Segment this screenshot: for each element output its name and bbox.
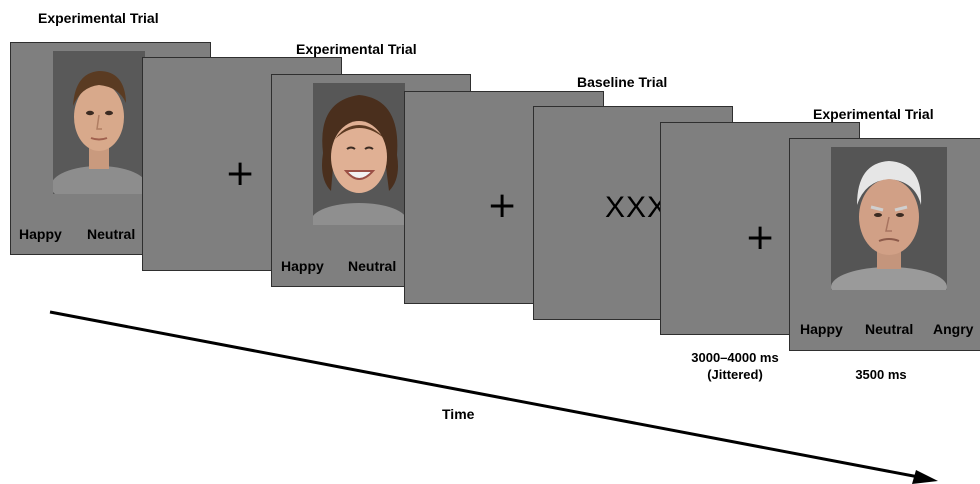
trial-label-4: Experimental Trial <box>813 106 934 122</box>
response-angry: Angry <box>933 321 974 337</box>
response-happy: Happy <box>800 321 843 337</box>
time-arrow-line <box>49 310 925 480</box>
fixation-jitter-note: (Jittered) <box>707 367 763 382</box>
fixation-cross: + <box>487 185 518 226</box>
trial-label-1: Experimental Trial <box>38 10 159 26</box>
fixation-cross: + <box>745 217 776 258</box>
fixation-timing: 3000–4000 ms (Jittered) <box>672 349 798 383</box>
response-neutral: Neutral <box>348 258 397 274</box>
response-neutral: Neutral <box>87 226 136 242</box>
face-photo-older-man <box>831 147 947 290</box>
face-screen-1: Happy Neutral <box>10 42 211 255</box>
fixation-duration: 3000–4000 ms <box>691 350 779 365</box>
response-neutral: Neutral <box>865 321 914 337</box>
face-photo-older-woman <box>313 83 405 225</box>
baseline-stimulus: XXX <box>605 191 669 224</box>
fixation-cross: + <box>225 153 256 194</box>
face-image <box>53 51 145 194</box>
face-screen-3: Happy Neutral Angry <box>789 138 980 351</box>
time-arrow-head <box>912 470 938 484</box>
face-photo-young-man <box>53 51 145 194</box>
response-happy: Happy <box>281 258 324 274</box>
face-image <box>313 83 405 225</box>
response-happy: Happy <box>19 226 62 242</box>
face-image <box>831 147 947 290</box>
trial-label-2: Experimental Trial <box>296 41 417 57</box>
face-timing: 3500 ms <box>855 367 907 382</box>
trial-label-3: Baseline Trial <box>577 74 668 90</box>
time-label: Time <box>442 406 475 422</box>
